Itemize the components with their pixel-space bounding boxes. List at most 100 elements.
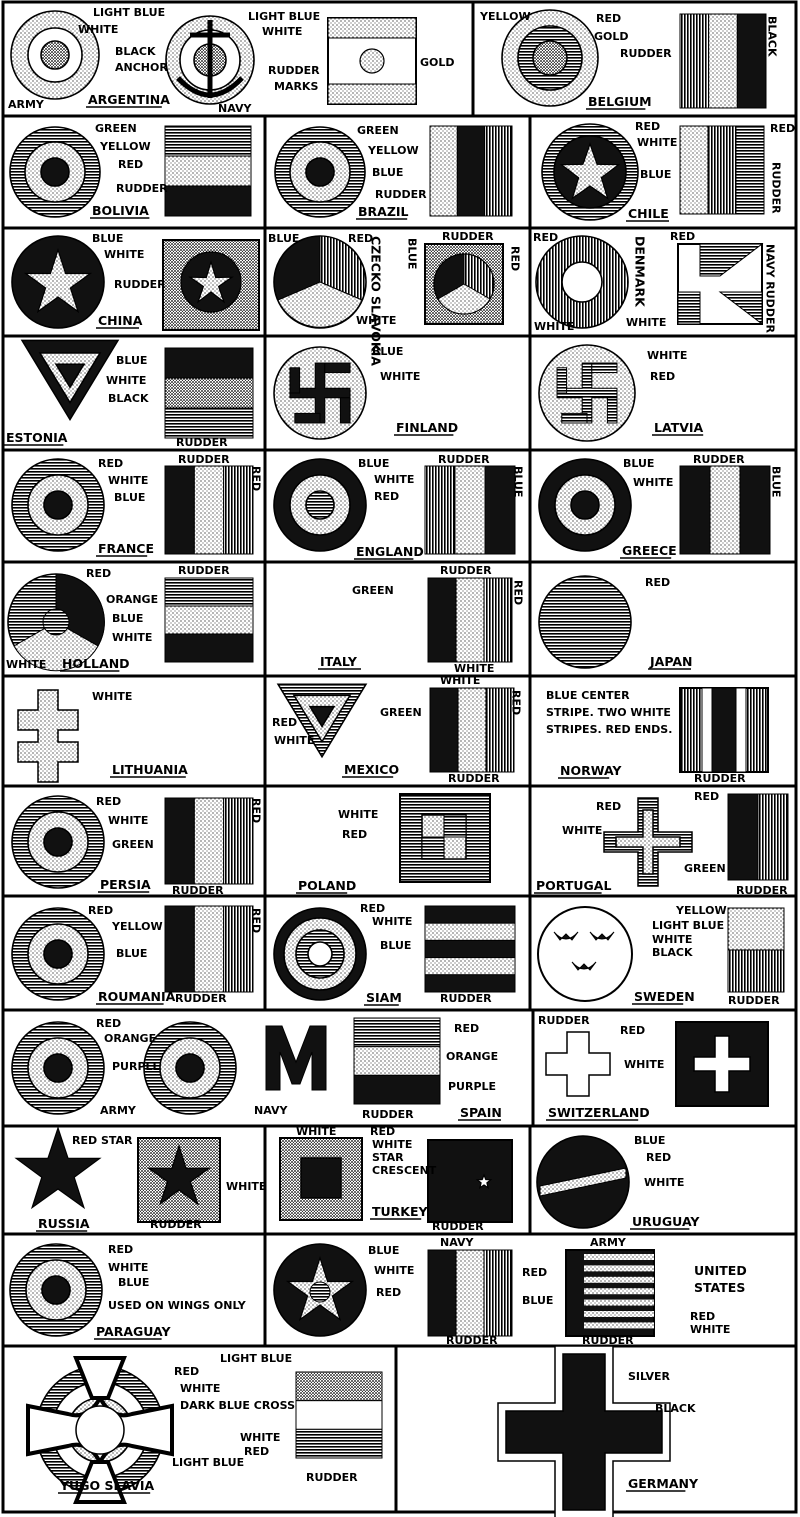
- roumania-label: RUDDER: [175, 992, 227, 1005]
- persia-label: RED: [96, 795, 121, 808]
- belgium-label: RED: [596, 12, 621, 25]
- holland-sector: [13, 621, 99, 672]
- japan-roundel: [538, 575, 632, 669]
- latvia-swastika-arm: [591, 362, 618, 374]
- yugoslavia-label: RED: [244, 1445, 269, 1458]
- denmark-label: WHITE: [534, 320, 574, 333]
- belgium-label-vertical: BLACK: [766, 16, 779, 57]
- argentina-label: RUDDER: [268, 64, 320, 77]
- poland-label: WHITE: [338, 808, 378, 821]
- united_states-country-name: STATES: [694, 1280, 745, 1295]
- united_states-army-stripe: [584, 1322, 654, 1329]
- france-roundel-ring: [43, 490, 73, 520]
- bolivia-roundel-ring: [40, 157, 70, 187]
- greece-label-vertical: BLUE: [770, 466, 783, 497]
- yugoslavia-label: WHITE: [240, 1431, 280, 1444]
- brazil-label: RUDDER: [375, 188, 427, 201]
- spain-sublabel: NAVY: [254, 1104, 288, 1117]
- greece-label: WHITE: [633, 476, 673, 489]
- spain-rudder-stripe: [353, 1046, 441, 1076]
- spain-label: PURPLE: [448, 1080, 496, 1093]
- spain-label: ORANGE: [446, 1050, 498, 1063]
- persia-rudder-stripe: [223, 797, 254, 885]
- holland-country-name: HOLLAND: [62, 656, 130, 671]
- portugal-label: RED: [694, 790, 719, 803]
- uruguay-label: BLUE: [634, 1134, 665, 1147]
- united_states-army-stripe: [584, 1299, 654, 1306]
- argentina-sun: [359, 48, 385, 74]
- belgium-roundel-ring: [532, 40, 568, 76]
- spain-rudder-stripe: [353, 1017, 441, 1048]
- united_states-rudder-stripe: [427, 1249, 457, 1337]
- china-label: BLUE: [92, 232, 123, 245]
- england-label: WHITE: [374, 473, 414, 486]
- turkey-flag: [427, 1139, 513, 1223]
- france-rudder-stripe: [223, 465, 254, 555]
- russia-label: WHITE: [226, 1180, 266, 1193]
- yugoslavia-rudder-stripe: [295, 1428, 383, 1459]
- poland-checker: [421, 836, 445, 860]
- holland-rudder-stripe: [164, 577, 254, 607]
- norway-label: BLUE CENTER: [546, 689, 630, 702]
- greece-country-name: GREECE: [622, 543, 677, 558]
- sweden-roundel: [537, 906, 633, 1002]
- siam-rudder-stripe: [424, 922, 516, 941]
- brazil-label: YELLOW: [367, 144, 419, 157]
- england-label: BLUE: [358, 457, 389, 470]
- siam-rudder-stripe: [424, 974, 516, 993]
- russia-label: RUDDER: [150, 1218, 202, 1231]
- united_states-army-stripe: [584, 1254, 654, 1260]
- czechoslovakia-sector: [277, 281, 363, 328]
- mexico-rudder-stripe: [457, 687, 487, 773]
- japan-country-name: JAPAN: [649, 654, 692, 669]
- spain-roundel-ring: [175, 1053, 205, 1083]
- united_states-army-stripe: [584, 1276, 654, 1283]
- portugal-label: WHITE: [562, 824, 602, 837]
- sweden-label: YELLOW: [675, 904, 727, 917]
- estonia-country-name: ESTONIA: [6, 430, 68, 445]
- roumania-label: RED: [88, 904, 113, 917]
- roumania-country-name: ROUMANIA: [98, 989, 176, 1004]
- chile-label: RED: [635, 120, 660, 133]
- mexico-label: RED: [272, 716, 297, 729]
- belgium-label: GOLD: [594, 30, 629, 43]
- roumania-label: YELLOW: [111, 920, 163, 933]
- chile-rudder-stripe: [679, 125, 709, 215]
- united_states-label: RED: [376, 1286, 401, 1299]
- persia-roundel-ring: [43, 827, 73, 857]
- france-label-vertical: RED: [250, 466, 263, 491]
- siam-rudder-stripe: [424, 939, 516, 959]
- china-label: RUDDER: [114, 278, 166, 291]
- holland-label: WHITE: [112, 631, 152, 644]
- china-country-name: CHINA: [98, 313, 143, 328]
- brazil-country-name: BRAZIL: [358, 204, 409, 219]
- france-country-name: FRANCE: [98, 541, 154, 556]
- belgium-rudder-stripe: [679, 13, 710, 109]
- bolivia-label: RUDDER: [116, 182, 168, 195]
- bolivia-rudder-stripe: [164, 125, 252, 157]
- poland-checker: [443, 814, 467, 838]
- sweden-crown: [553, 931, 579, 941]
- united_states-label: RUDDER: [582, 1334, 634, 1347]
- france-label: BLUE: [114, 491, 145, 504]
- mexico-country-name: MEXICO: [344, 762, 399, 777]
- turkey-label: STAR: [372, 1151, 404, 1164]
- france-rudder-stripe: [164, 465, 195, 555]
- siam-label: BLUE: [380, 939, 411, 952]
- united_states-label: WHITE: [690, 1323, 730, 1336]
- bolivia-rudder-stripe: [164, 155, 252, 187]
- finland-swastika-arm: [294, 412, 321, 424]
- czechoslovakia-label: RED: [348, 232, 373, 245]
- argentina-sublabel: NAVY: [218, 102, 252, 115]
- bolivia-rudder-stripe: [164, 185, 252, 217]
- portugal-cross: [615, 809, 681, 875]
- spain-label: ORANGE: [104, 1032, 156, 1045]
- chile-star: [559, 142, 621, 200]
- brazil-rudder-stripe: [456, 125, 486, 217]
- spain-label: RED: [454, 1022, 479, 1035]
- estonia-label: BLACK: [108, 392, 149, 405]
- belgium-rudder-stripe: [736, 13, 767, 109]
- argentina-label: MARKS: [274, 80, 318, 93]
- united_states-sublabel: NAVY: [440, 1236, 474, 1249]
